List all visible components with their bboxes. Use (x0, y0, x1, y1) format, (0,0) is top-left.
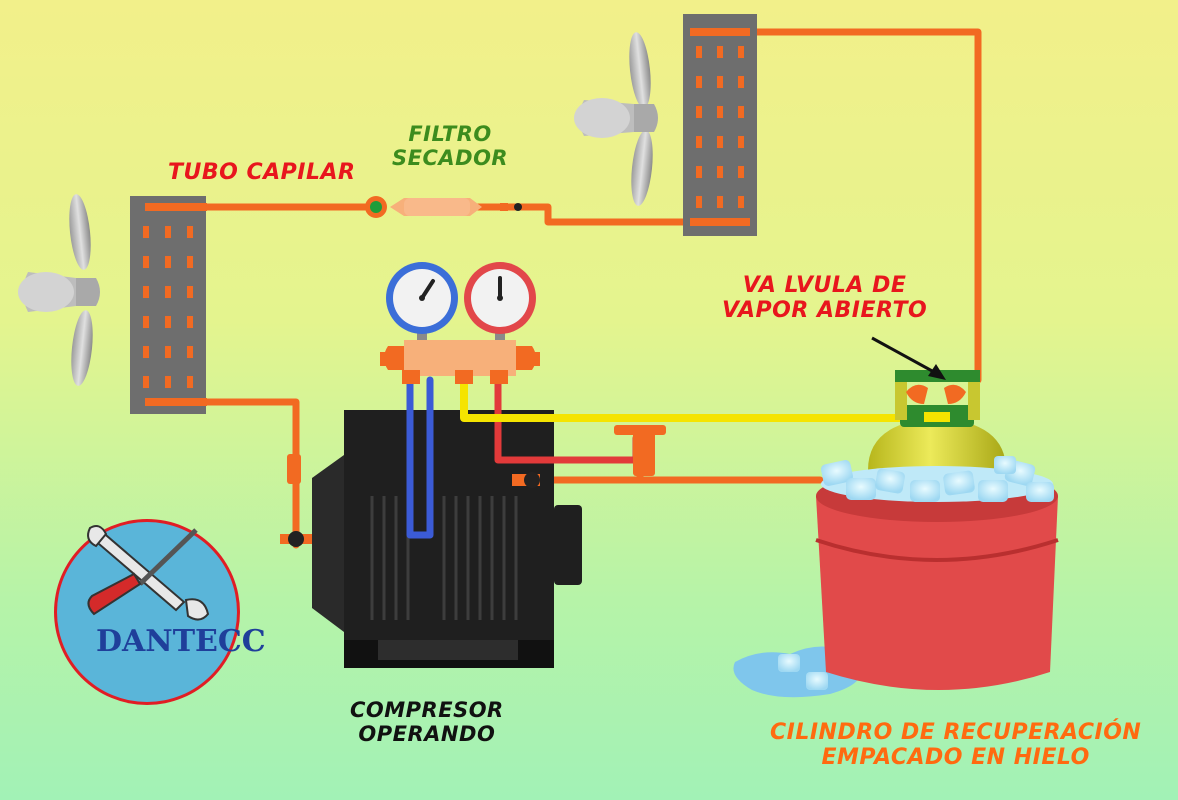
discharge-valve-icon (512, 472, 540, 488)
filter-drier (365, 196, 522, 218)
cilindro-line: CILINDRO DE RECUPERACIÓN (770, 720, 1142, 745)
right-condenser (683, 14, 757, 236)
compresor-line: COMPRESOR (350, 698, 504, 722)
wrench-screwdriver-icon (87, 525, 210, 621)
operando-line: OPERANDO (358, 722, 496, 747)
filtro-secador-label: FILTRO SECADOR (392, 122, 508, 170)
manifold-gauge-set (380, 262, 540, 384)
recovery-cylinder (868, 370, 1006, 470)
dantecc-logo-text: DANTECC (96, 624, 266, 659)
right-fan-icon (574, 32, 658, 206)
valvula-vapor-label: VA LVULA DE VAPOR ABIERTO (722, 273, 927, 324)
empacado-line: EMPACADO EN HIELO (821, 745, 1090, 771)
hoses (406, 376, 942, 539)
dantecc-logo (54, 519, 240, 705)
line-valve-icon (614, 425, 666, 476)
valve-callout-arrow-icon (871, 336, 946, 380)
left-condenser (130, 196, 207, 414)
ice-bucket (815, 470, 1059, 690)
left-fan-icon (18, 194, 100, 386)
vapor-abierto-line: VAPOR ABIERTO (722, 298, 928, 324)
compresor-label: COMPRESOR OPERANDO (350, 698, 504, 746)
compressor (312, 410, 582, 668)
valvula-line: VA LVULA DE (742, 273, 907, 298)
cilindro-label: CILINDRO DE RECUPERACIÓN EMPACADO EN HIE… (770, 720, 1141, 771)
low-pressure-gauge-icon (386, 262, 458, 346)
high-pressure-gauge-icon (464, 262, 536, 346)
tubo-capilar-label: TUBO CAPILAR (168, 160, 356, 185)
ice-cubes (820, 456, 1054, 502)
suction-valve-icon (280, 454, 312, 547)
secador-line: SECADOR (392, 146, 509, 171)
filtro-line: FILTRO (408, 122, 492, 146)
